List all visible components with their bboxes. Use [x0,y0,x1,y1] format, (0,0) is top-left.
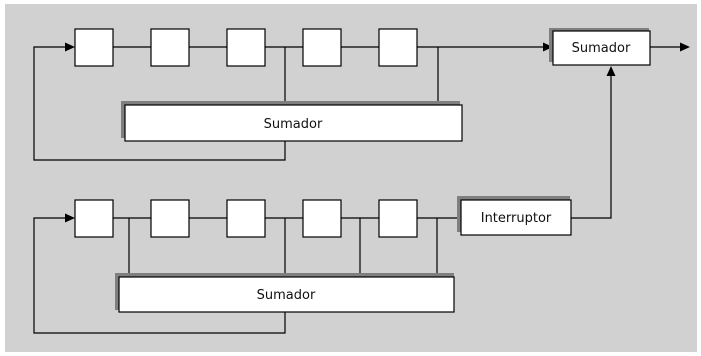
top-adder-label: Sumador [264,117,323,132]
bottom-register-cell-1 [74,199,114,238]
switch-output-line [571,76,612,219]
final-output [650,42,690,52]
top-feedback-loop [33,46,286,161]
final-adder: Sumador [549,28,651,66]
top-register-cell-1 [74,28,114,67]
final-adder-label: Sumador [572,41,631,56]
bottom-adder: Sumador [115,273,455,313]
top-register-cell-3 [226,28,266,67]
bottom-register-cell-2 [150,199,190,238]
top-shift-register [74,28,418,67]
bottom-register-wires [33,213,461,334]
arrow-into-final-adder [543,42,553,52]
switch: Interruptor [457,196,572,236]
final-adder-box [552,30,651,66]
switch-box [460,199,572,236]
bottom-register-cell-4 [302,199,342,238]
top-register-cell-2 [150,28,190,67]
top-feedback-arrow [65,42,75,52]
bottom-feedback-arrow [65,213,75,223]
bottom-adder-label: Sumador [257,288,316,303]
top-register-cell-5 [378,28,418,67]
top-register-wires [33,42,553,161]
switch-to-final-adder [571,66,616,219]
bottom-register-cell-3 [226,199,266,238]
arrow-up-into-final-adder [606,66,616,76]
final-output-arrow [680,42,690,52]
bottom-register-cell-5 [378,199,418,238]
bottom-adder-box [118,276,455,313]
top-adder-box [124,104,463,142]
switch-label: Interruptor [481,211,552,226]
bottom-shift-register [74,199,418,238]
top-register-cell-4 [302,28,342,67]
bottom-feedback-loop [33,217,286,334]
top-adder: Sumador [121,101,463,142]
